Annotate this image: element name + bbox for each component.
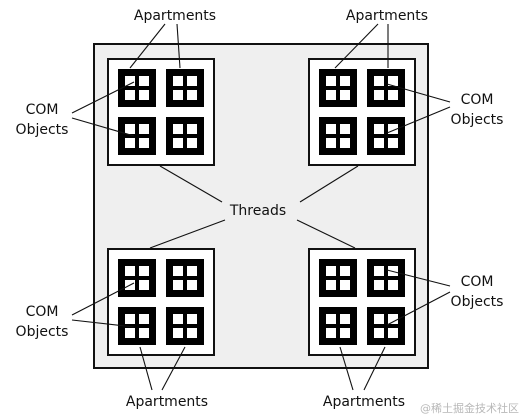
com-label-bottom-right: COM <box>461 274 494 290</box>
objects-label-bottom-left: Objects <box>16 324 69 340</box>
com-object-icon <box>319 69 357 107</box>
com-object-icon <box>166 307 204 345</box>
com-objects-connector-bottom-left <box>71 282 135 328</box>
com-object-icon <box>118 69 156 107</box>
com-object-icon <box>319 117 357 155</box>
com-label-bottom-left: COM <box>26 304 59 320</box>
com-objects-connector-top-left <box>71 81 135 137</box>
watermark: @稀土掘金技术社区 <box>420 401 519 415</box>
apartments-connector-bottom-left <box>139 346 186 391</box>
com-object-icon <box>319 307 357 345</box>
com-object-icon <box>367 117 405 155</box>
apartments-label-bottom-left: Apartments <box>126 394 208 410</box>
apartments-label-top-right: Apartments <box>346 8 428 24</box>
objects-label-top-left: Objects <box>16 122 69 138</box>
objects-label-bottom-right: Objects <box>451 294 504 310</box>
com-object-icon <box>166 69 204 107</box>
apartments-label-top-left: Apartments <box>134 8 216 24</box>
com-objects-connector-bottom-right <box>386 269 451 326</box>
com-object-icon <box>118 259 156 297</box>
com-object-icon <box>319 259 357 297</box>
com-object-icon <box>367 307 405 345</box>
objects-label-top-right: Objects <box>451 112 504 128</box>
apartment-top-right <box>308 58 416 166</box>
com-object-icon <box>166 259 204 297</box>
com-objects-connector-top-right <box>386 83 451 134</box>
com-object-icon <box>118 117 156 155</box>
apartments-label-bottom-right: Apartments <box>323 394 405 410</box>
com-label-top-left: COM <box>26 102 59 118</box>
com-object-icon <box>166 117 204 155</box>
com-label-top-right: COM <box>461 92 494 108</box>
apartments-connector-bottom-right <box>339 346 386 391</box>
apartment-top-left <box>107 58 215 166</box>
apartments-connector-top-left <box>129 23 181 69</box>
com-object-icon <box>367 69 405 107</box>
apartments-connector-top-right <box>334 23 389 69</box>
com-object-icon <box>367 259 405 297</box>
apartment-bottom-right <box>308 248 416 356</box>
threads-connectors <box>149 165 359 249</box>
threads-label: Threads <box>229 203 286 219</box>
apartment-bottom-left <box>107 248 215 356</box>
